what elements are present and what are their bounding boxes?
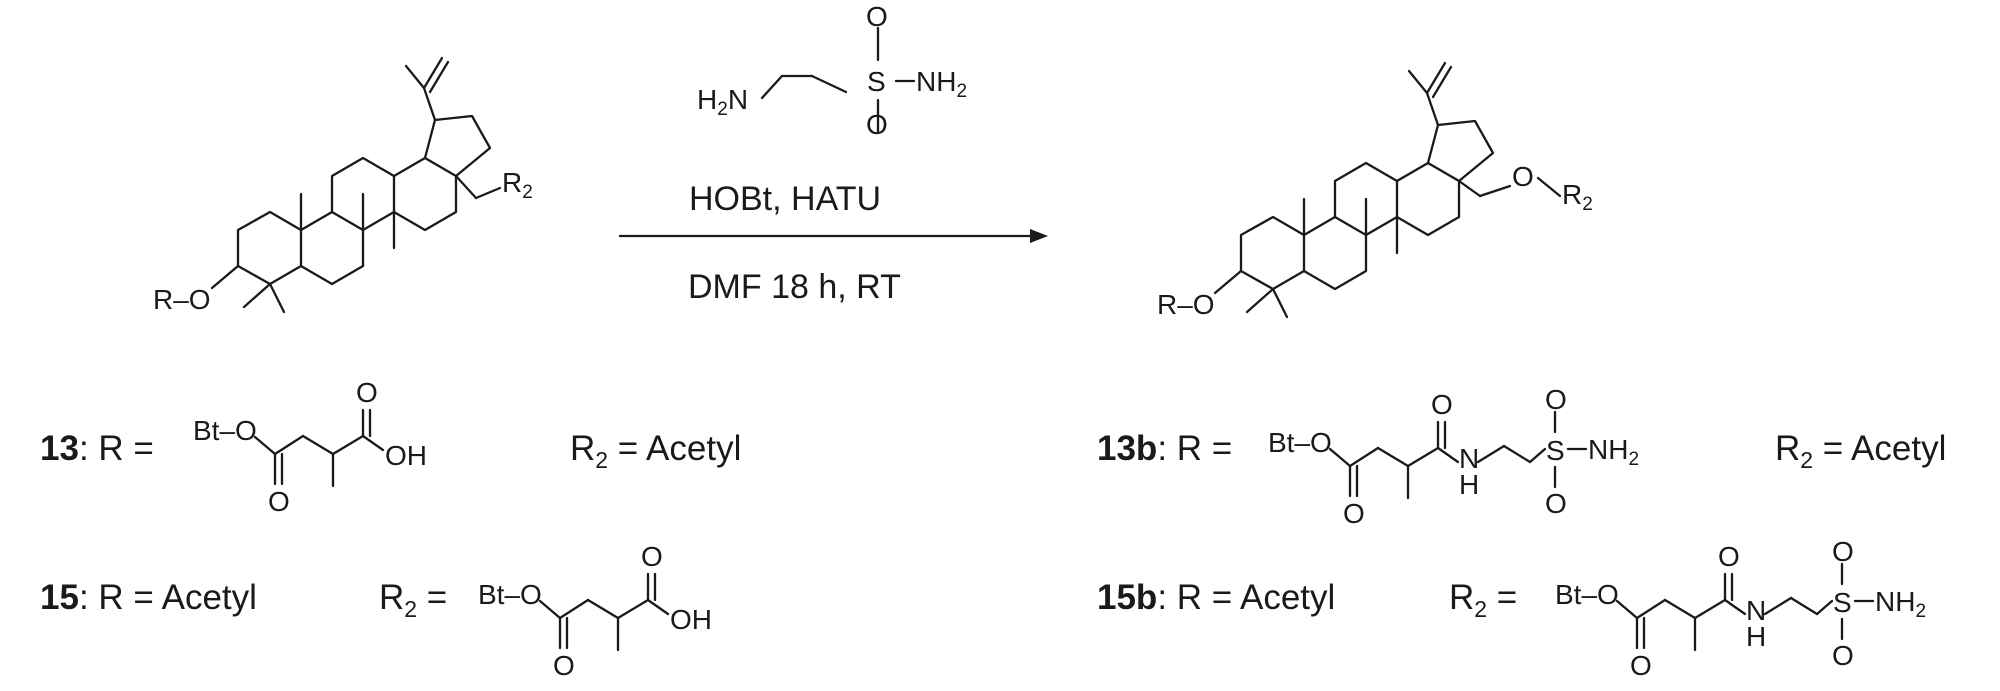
compound-15-r2-prefix: R [379,578,404,617]
reactant-structure: R–O R2 [153,56,533,315]
reactant-r2-subscript: 2 [522,182,533,203]
fragment-bt-o-label: Bt–O [193,415,257,446]
reactant-r-o-label: R–O [153,284,211,315]
fragment-h-label: H [1459,469,1479,500]
svg-text:R2 = Acetyl: R2 = Acetyl [570,429,741,473]
fragment-bt-o-label: Bt–O [1268,427,1332,458]
product-r2-subscript: 2 [1582,194,1593,215]
compound-15-r2-suffix: = [417,578,447,617]
svg-text:NH2: NH2 [1588,434,1639,470]
compound-13-r2-prefix: R [570,429,595,468]
svg-text:NH2: NH2 [1875,586,1926,622]
fragment-n-label: N [1459,443,1479,474]
reagent-nh-label: NH [916,66,956,97]
compound-13-r2-subscript: 2 [595,447,608,473]
compound-13-r2-suffix: = Acetyl [608,429,741,468]
compound-13-id: 13 [40,429,79,468]
svg-text:R2: R2 [502,167,533,203]
fragment-o-bottom: O [1545,488,1567,519]
fragment-oh-label: OH [670,604,712,635]
compound-13-r-fragment: Bt–O O O OH [193,377,427,517]
compound-15-r2-fragment: Bt–O O O OH [478,541,712,681]
reactant-r2-label: R [502,167,522,198]
compound-15b-definition: 15b: R = Acetyl R2 = Bt–O O O N H S O O … [1097,536,1926,681]
reagent-o-bottom-label: O [866,109,888,140]
compound-15b-r2-prefix: R [1449,578,1474,617]
fragment-o-amide: O [1718,541,1740,572]
compound-13b-definition: 13b: R = Bt–O O O N H S O O NH2 R2 = Ace… [1097,384,1946,529]
fragment-o-bottom: O [1832,640,1854,671]
svg-text:13: R =: 13: R = [40,429,154,468]
fragment-nh-subscript: 2 [1915,601,1926,622]
svg-text:15b: R = Acetyl: 15b: R = Acetyl [1097,578,1335,617]
compound-13b-r2-prefix: R [1775,429,1800,468]
reagent-structure: H2N S O O NH2 [697,1,967,140]
fragment-o-acid: O [641,541,663,572]
product-r2-label: R [1562,179,1582,210]
fragment-o-carbonyl: O [1630,650,1652,681]
compound-15-r-prefix: : R = Acetyl [79,578,257,617]
fragment-o-carbonyl: O [1343,498,1365,529]
fragment-o-top: O [1832,536,1854,567]
compound-13b-r2-subscript: 2 [1800,447,1813,473]
fragment-o-amide: O [1431,389,1453,420]
svg-text:NH2: NH2 [916,66,967,102]
compound-15b-r2-fragment: Bt–O O O N H S O O NH2 [1555,536,1926,681]
fragment-bt-o-label: Bt–O [1555,579,1619,610]
compound-15b-r-prefix: : R = Acetyl [1157,578,1335,617]
product-structure: R–O O R2 [1157,61,1593,320]
fragment-nh-subscript: 2 [1628,449,1639,470]
svg-text:R2 =: R2 = [379,578,447,622]
compound-15b-r2-suffix: = [1487,578,1517,617]
compound-13-definition: 13: R = Bt–O O O OH R2 = Acetyl [40,377,741,517]
fragment-o-carbonyl: O [553,650,575,681]
compound-15-definition: 15: R = Acetyl R2 = Bt–O O O OH [40,541,712,681]
reagent-h-subscript: 2 [717,99,728,120]
svg-text:R2 = Acetyl: R2 = Acetyl [1775,429,1946,473]
compound-15-id: 15 [40,578,79,617]
product-o-label: O [1512,161,1534,192]
compound-15b-id: 15b [1097,578,1157,617]
fragment-bt-o-label: Bt–O [478,579,542,610]
reagent-o-top-label: O [866,1,888,32]
compound-13b-r2-suffix: = Acetyl [1813,429,1946,468]
fragment-nh-label: NH [1588,434,1628,465]
compound-13b-id: 13b [1097,429,1157,468]
fragment-o-acid: O [356,377,378,408]
compound-13b-r-prefix: : R = [1157,429,1232,468]
svg-text:R2: R2 [1562,179,1593,215]
fragment-h-label: H [1746,621,1766,652]
conditions-reagents: HOBt, HATU [689,180,881,218]
conditions-solvent-time: DMF 18 h, RT [688,268,901,306]
compound-13-r-prefix: : R = [79,429,154,468]
product-r-o-label: R–O [1157,289,1215,320]
reagent-h-label: H [697,84,717,115]
reagent-n-label: N [728,84,748,115]
svg-text:15: R = Acetyl: 15: R = Acetyl [40,578,257,617]
fragment-n-label: N [1746,595,1766,626]
compound-13b-r-fragment: Bt–O O O N H S O O NH2 [1268,384,1639,529]
fragment-oh-label: OH [385,440,427,471]
svg-text:R2 =: R2 = [1449,578,1517,622]
compound-15b-r2-subscript: 2 [1474,596,1487,622]
fragment-o-carbonyl: O [268,486,290,517]
fragment-o-top: O [1545,384,1567,415]
svg-text:H2N: H2N [697,84,748,120]
reagent-s-label: S [867,66,886,97]
svg-text:13b: R =: 13b: R = [1097,429,1232,468]
reaction-arrow [618,229,1048,243]
fragment-nh-label: NH [1875,586,1915,617]
compound-15-r2-subscript: 2 [404,596,417,622]
fragment-s-label: S [1546,435,1565,466]
reagent-nh-subscript: 2 [956,81,967,102]
fragment-s-label: S [1833,587,1852,618]
